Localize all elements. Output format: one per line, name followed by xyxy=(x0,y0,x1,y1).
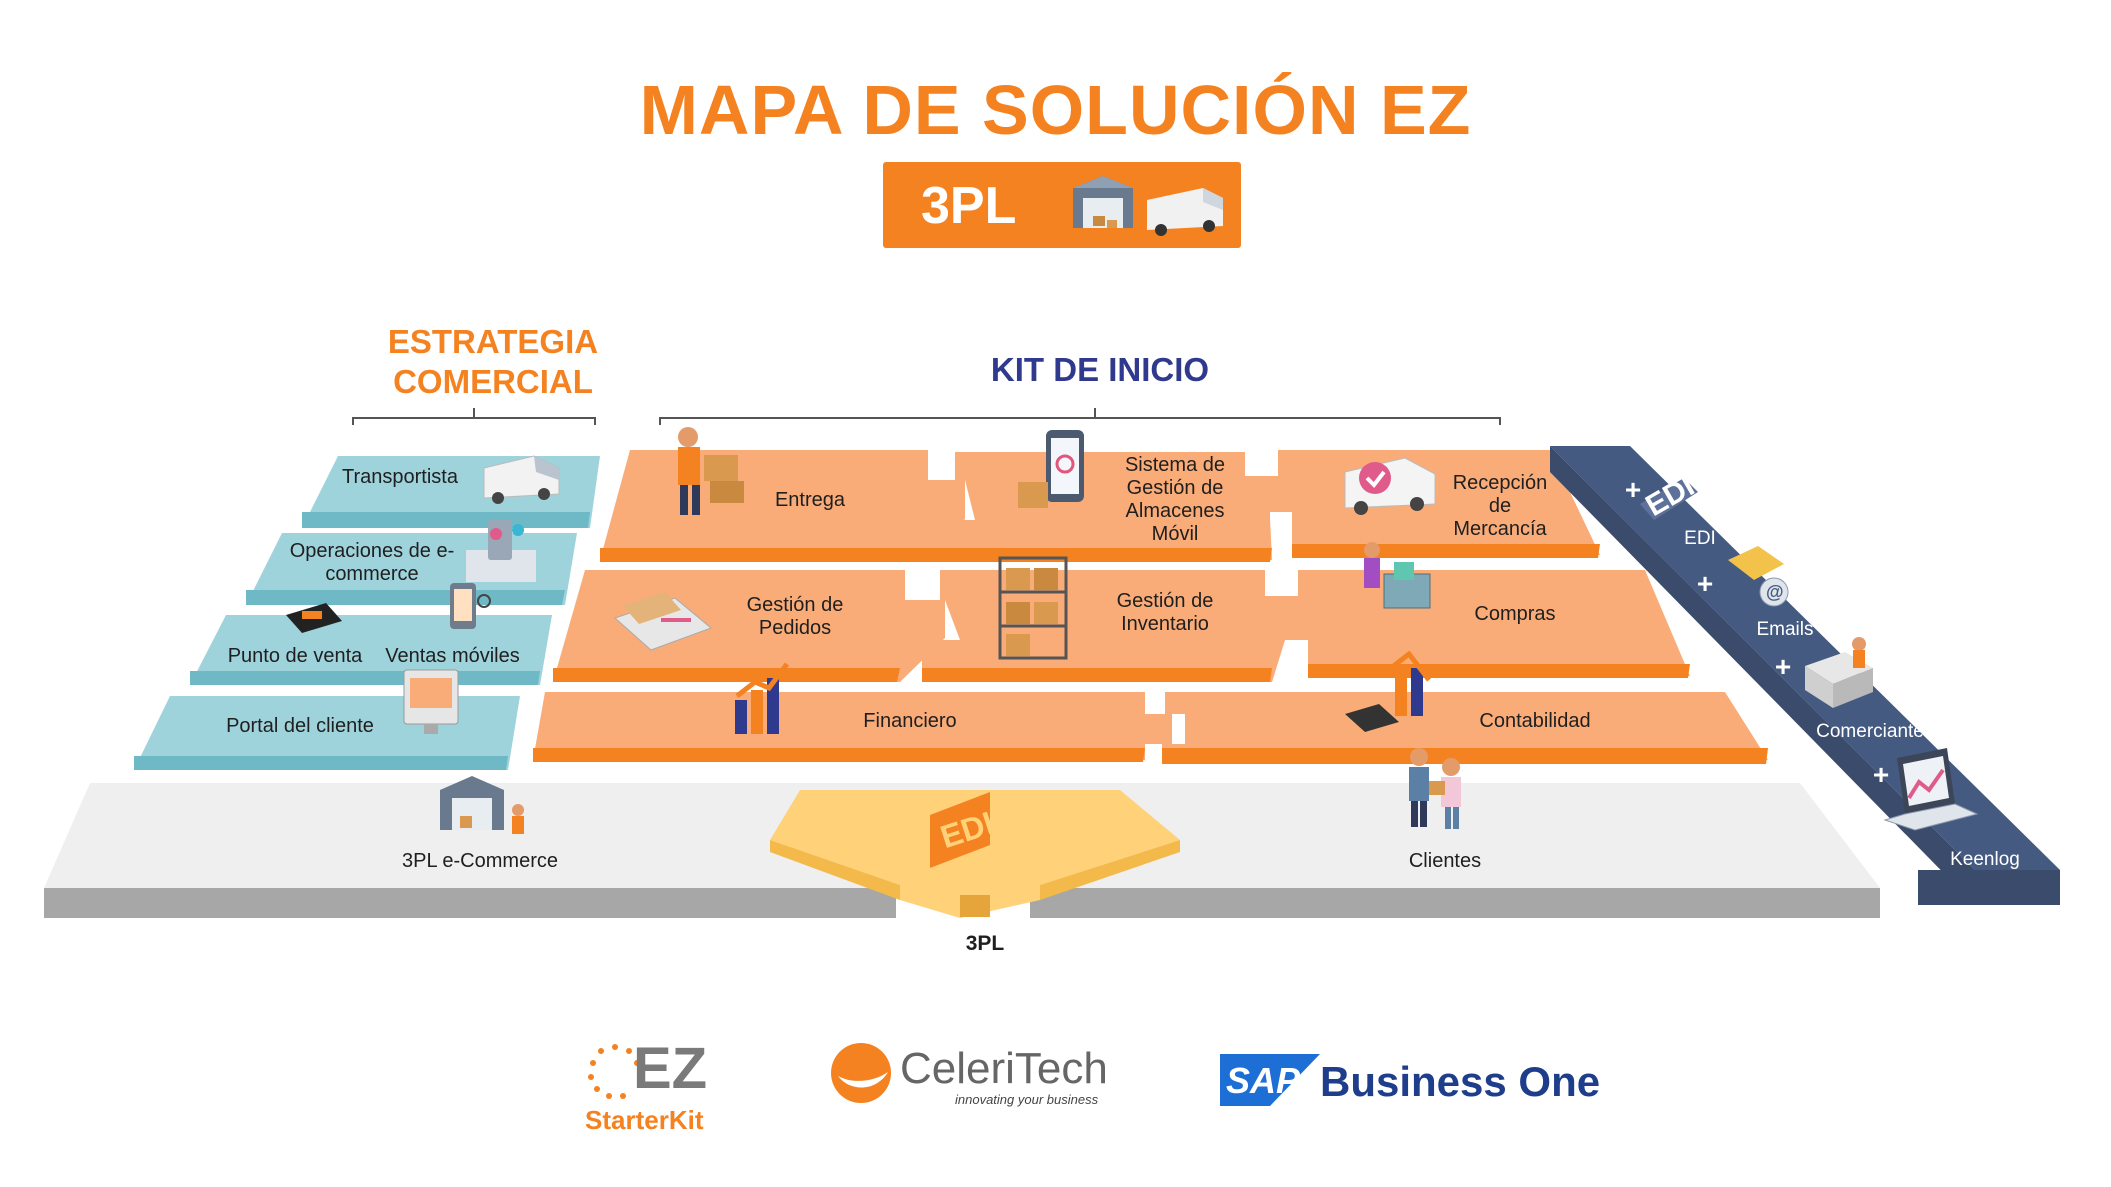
warehouse-truck-icon xyxy=(1073,176,1223,236)
starterkit-text: StarterKit xyxy=(585,1105,704,1135)
plus-icon: + xyxy=(1774,651,1792,682)
celeritech-logo: CeleriTech innovating your business xyxy=(830,1042,1130,1112)
ecommerce-icon xyxy=(466,520,536,582)
label-financiero: Financiero xyxy=(863,710,957,732)
inventory-rack-icon xyxy=(998,556,1068,660)
shopping-cart-icon xyxy=(1364,542,1431,609)
label-3pl-ecommerce: 3PL e-Commerce xyxy=(402,850,558,872)
ez-dots-icon xyxy=(588,1044,640,1099)
sap-business-one-logo: SAP Business One xyxy=(1220,1054,1620,1114)
estrategia-bracket xyxy=(352,408,596,425)
label-addon-edi: EDI xyxy=(1684,528,1716,549)
merchant-icon xyxy=(1805,637,1873,708)
van-icon xyxy=(483,455,560,504)
section-kit: KIT DE INICIO xyxy=(990,351,1210,388)
kit-tiles xyxy=(533,450,1768,764)
label-gestion-pedidos: Gestión de Pedidos xyxy=(746,594,844,639)
kit-bracket xyxy=(659,408,1501,425)
order-clipboard-icon xyxy=(614,592,712,651)
label-addon-emails: Emails xyxy=(1756,619,1814,640)
label-entrega: Entrega xyxy=(774,489,846,511)
label-gestion-inventario: Gestión de Inventario xyxy=(1116,590,1214,635)
keenlog-laptop-icon xyxy=(1883,748,1979,831)
warehouse-icon xyxy=(440,776,524,834)
pos-terminal-icon xyxy=(286,603,342,633)
label-ventas-moviles: Ventas móviles xyxy=(385,645,520,667)
delivery-person-icon xyxy=(678,427,744,515)
label-portal-cliente: Portal del cliente xyxy=(226,715,374,737)
sap-logo-icon xyxy=(1220,1054,1320,1106)
label-sistema-gestion-almacenes: Sistema de Gestión de Almacenes Móvil xyxy=(1124,454,1226,545)
customers-icon xyxy=(1409,748,1461,829)
finance-chart-icon xyxy=(735,662,789,734)
center-3pl-platform xyxy=(770,790,1180,918)
plus-icon: + xyxy=(1696,568,1714,599)
celeritech-name: CeleriTech xyxy=(900,1044,1108,1093)
ez-logo-text: EZ xyxy=(633,1036,708,1101)
label-recepcion-mercancia: Recepción de Mercancía xyxy=(1452,472,1548,540)
label-addon-comerciante: Comerciante xyxy=(1816,721,1924,742)
sap-text: SAP xyxy=(1226,1060,1301,1101)
label-3pl-center: 3PL xyxy=(965,932,1005,955)
celeritech-tagline: innovating your business xyxy=(955,1092,1099,1107)
celeritech-swirl-icon xyxy=(831,1043,891,1103)
ez-starterkit-logo: EZ StarterKit xyxy=(585,1035,735,1135)
section-estrategia: ESTRATEGIA COMERCIAL xyxy=(387,323,599,400)
mobile-wms-icon xyxy=(1018,430,1084,508)
label-transportista: Transportista xyxy=(342,466,458,488)
label-clientes: Clientes xyxy=(1408,850,1482,872)
plus-icon: + xyxy=(1624,474,1642,505)
label-contabilidad: Contabilidad xyxy=(1479,710,1591,732)
label-punto-de-venta: Punto de venta xyxy=(227,645,363,667)
plus-icon: + xyxy=(1872,759,1890,790)
accounting-icon xyxy=(1345,650,1431,732)
label-addon-keenlog: Keenlog xyxy=(1950,849,2020,870)
label-compras: Compras xyxy=(1474,603,1556,625)
mobile-sales-icon xyxy=(450,583,491,629)
customer-portal-icon xyxy=(403,669,459,734)
email-icon: @ xyxy=(1728,546,1789,607)
svg-text:@: @ xyxy=(1766,582,1784,602)
label-operaciones-ecommerce: Operaciones de e-commerce xyxy=(289,540,455,585)
estrategia-strips xyxy=(134,456,600,770)
page-title: MAPA DE SOLUCIÓN EZ xyxy=(639,71,1472,149)
badge-3pl: 3PL xyxy=(883,162,1241,248)
receiving-van-icon xyxy=(1344,457,1436,515)
business-one-text: Business One xyxy=(1320,1058,1601,1105)
badge-label: 3PL xyxy=(921,177,1017,235)
